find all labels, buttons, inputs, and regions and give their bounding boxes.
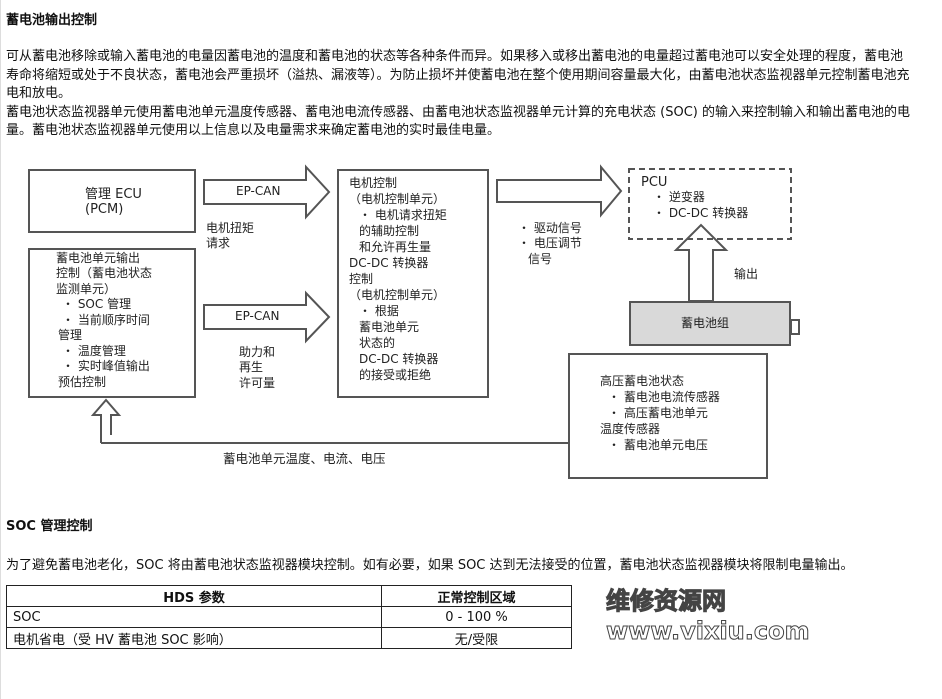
hv-line: ・ 蓄电池单元电压 <box>608 437 708 452</box>
assist-regen-label: 助力和 再生 许可量 <box>239 345 275 392</box>
section-title-battery-output: 蓄电池输出控制 <box>6 13 98 28</box>
mcu-line: ・ 电机请求扭矩 <box>359 207 447 222</box>
output-arrow <box>673 223 729 302</box>
pcm-label: (PCM) <box>85 201 124 217</box>
diagram-arrows <box>90 163 800 444</box>
hv-line: 高压蓄电池状态 <box>600 373 685 388</box>
drive-signal-arrow <box>496 163 623 218</box>
hv-line: 温度传感器 <box>600 421 661 436</box>
feedback-label: 蓄电池单元温度、电流、电压 <box>223 450 386 466</box>
mcu-line: 状态的 <box>359 335 396 350</box>
header-normal-range: 正常控制区域 <box>381 585 572 607</box>
section-title-soc: SOC 管理控制 <box>6 518 93 534</box>
drive-signal-line: 信号 <box>528 251 553 266</box>
bsm-line: 监测单元） <box>56 281 117 296</box>
battery-pack-label: 蓄电池组 <box>681 315 730 330</box>
cell-range: 无/受限 <box>381 627 572 649</box>
torque-request-line: 电机扭矩 <box>206 220 255 235</box>
hv-line: ・ 蓄电池电流传感器 <box>608 389 720 404</box>
pcu-line: ・ 逆变器 <box>653 190 705 204</box>
bsm-line: 管理 <box>58 328 83 342</box>
watermark-url: www.vixiu.com <box>606 617 811 646</box>
torque-request-line: 请求 <box>206 236 231 250</box>
cell-parameter: SOC <box>6 606 382 628</box>
battery-pack-box: 蓄电池组 <box>629 300 791 346</box>
drive-signals-label: ・ 驱动信号 ・ 电压调节 信号 <box>518 221 582 268</box>
bsm-line: 蓄电池单元输出 <box>56 250 141 265</box>
assist-regen-line: 助力和 <box>239 344 276 359</box>
pcm-box: 管理 ECU (PCM) <box>28 168 196 233</box>
pcu-box: PCU ・ 逆变器 ・ DC-DC 转换器 <box>641 175 748 222</box>
table-row: 电机省电（受 HV 蓄电池 SOC 影响） 无/受限 <box>6 627 572 649</box>
paragraph-intro: 可从蓄电池移除或输入蓄电池的电量因蓄电池的温度和蓄电池的状态等各种条件而异。如果… <box>6 49 910 101</box>
mcu-line: 的辅助控制 <box>359 223 420 238</box>
mcu-line: （电机控制单元） <box>349 191 446 206</box>
cell-parameter: 电机省电（受 HV 蓄电池 SOC 影响） <box>6 627 382 649</box>
hv-line: ・ 高压蓄电池单元 <box>608 405 708 420</box>
output-label: 输出 <box>734 266 759 281</box>
bsm-line: ・ SOC 管理 <box>62 297 132 311</box>
table-header-row: HDS 参数 正常控制区域 <box>6 585 572 607</box>
pcu-line: ・ DC-DC 转换器 <box>653 205 749 220</box>
drive-signal-line: ・ 驱动信号 <box>518 220 582 235</box>
mcu-line: （电机控制单元） <box>349 287 446 302</box>
torque-request-label: 电机扭矩 请求 <box>206 221 254 252</box>
battery-control-diagram: 管理 ECU (PCM) 蓄电池单元输出 控制（蓄电池状态 监测单元） ・ SO… <box>6 155 936 485</box>
mcu-line: ・ 根据 <box>359 303 399 318</box>
table-area: HDS 参数 正常控制区域 SOC 0 - 100 % 电机省电（受 HV 蓄电… <box>6 585 942 649</box>
battery-monitor-box: 蓄电池单元输出 控制（蓄电池状态 监测单元） ・ SOC 管理 ・ 当前顺序时间… <box>28 247 196 398</box>
assist-regen-line: 许可量 <box>239 375 276 390</box>
mcu-line: 蓄电池单元 <box>359 319 420 334</box>
assist-regen-line: 再生 <box>239 360 264 374</box>
pcu-box-border <box>628 167 792 240</box>
bsm-line: ・ 温度管理 <box>62 343 126 358</box>
hv-battery-status-box: 高压蓄电池状态 ・ 蓄电池电流传感器 ・ 高压蓄电池单元 温度传感器 ・ 蓄电池… <box>568 352 768 479</box>
ep-can-label-bottom: EP-CAN <box>235 308 280 323</box>
mcu-line: DC-DC 转换器 <box>349 255 429 270</box>
bsm-line: 预估控制 <box>58 374 107 389</box>
pcu-title: PCU <box>641 174 668 190</box>
motor-control-box: 电机控制 （电机控制单元） ・ 电机请求扭矩 的辅助控制 和允许再生量 DC-D… <box>337 168 489 398</box>
feedback-arrow <box>90 397 568 444</box>
drive-signal-line: ・ 电压调节 <box>518 236 582 250</box>
mcu-line: 和允许再生量 <box>359 239 432 254</box>
mcu-line: DC-DC 转换器 <box>359 351 439 366</box>
battery-pack-terminal <box>790 318 800 335</box>
pcm-label: 管理 ECU <box>85 186 142 202</box>
bsm-line: ・ 实时峰值输出 <box>62 359 150 373</box>
ep-can-arrow-top <box>203 163 331 220</box>
ep-can-label-top: EP-CAN <box>236 183 281 198</box>
bsm-line: ・ 当前顺序时间 <box>62 312 150 327</box>
watermark-chinese: 维修资源网 <box>606 587 727 616</box>
paragraph-soc: 为了避免蓄电池老化，SOC 将由蓄电池状态监视器模块控制。如有必要，如果 SOC… <box>6 557 854 573</box>
cell-range: 0 - 100 % <box>381 606 572 628</box>
header-hds-parameter: HDS 参数 <box>6 585 382 607</box>
paragraph-monitor: 蓄电池状态监视器单元使用蓄电池单元温度传感器、蓄电池电流传感器、由蓄电池状态监视… <box>6 104 910 139</box>
bsm-line: 控制（蓄电池状态 <box>56 266 153 280</box>
mcu-line: 电机控制 <box>349 175 398 190</box>
ep-can-arrow-bottom <box>203 290 331 343</box>
table-row: SOC 0 - 100 % <box>6 606 572 628</box>
mcu-line: 的接受或拒绝 <box>359 367 432 382</box>
hds-parameter-table: HDS 参数 正常控制区域 SOC 0 - 100 % 电机省电（受 HV 蓄电… <box>6 585 572 649</box>
mcu-line: 控制 <box>349 271 374 286</box>
